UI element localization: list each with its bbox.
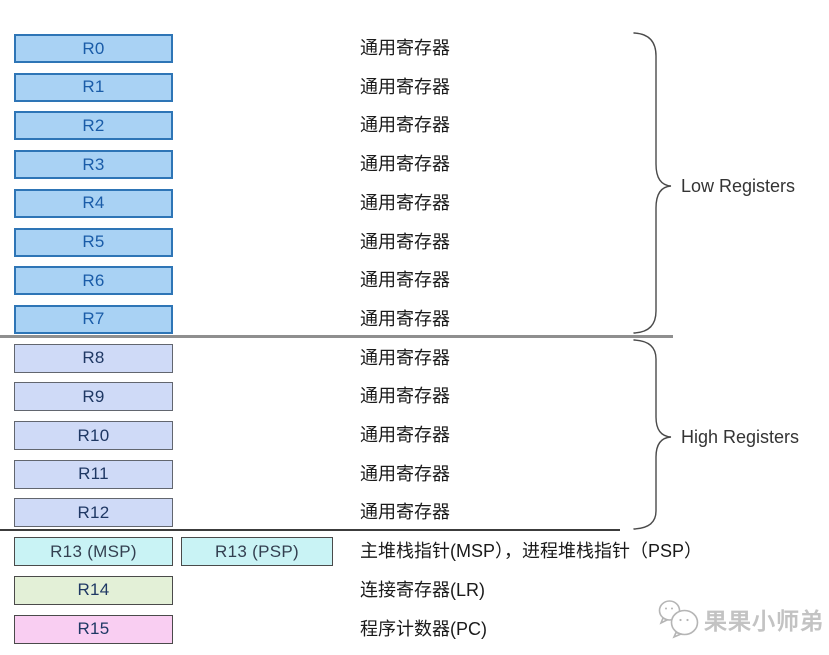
register-row-r7: R7 通用寄存器 bbox=[0, 304, 829, 334]
register-box-r13-msp: R13 (MSP) bbox=[14, 537, 173, 567]
register-label: R13 (PSP) bbox=[215, 541, 299, 561]
register-row-r15: R15 程序计数器(PC) bbox=[0, 614, 829, 644]
register-label: R15 bbox=[77, 619, 110, 638]
register-row-r1: R1 通用寄存器 bbox=[0, 72, 829, 102]
register-row-r0: R0 通用寄存器 bbox=[0, 34, 829, 63]
register-box-r14: R14 bbox=[14, 575, 173, 605]
register-label: R3 bbox=[82, 154, 105, 174]
register-row-r5: R5 通用寄存器 bbox=[0, 227, 829, 257]
register-row-r10: R10 通用寄存器 bbox=[0, 421, 829, 450]
register-label: R13 (MSP) bbox=[50, 541, 137, 561]
register-box-r5: R5 bbox=[14, 227, 173, 257]
register-row-r9: R9 通用寄存器 bbox=[0, 382, 829, 412]
register-label: R4 bbox=[82, 193, 105, 213]
register-box-r15: R15 bbox=[14, 614, 173, 644]
register-desc: 主堆栈指针(MSP），进程堆栈指针（PSP） bbox=[360, 541, 703, 562]
register-row-r3: R3 通用寄存器 bbox=[0, 150, 829, 180]
register-label: R12 bbox=[77, 502, 110, 522]
register-row-r12: R12 通用寄存器 bbox=[0, 498, 829, 528]
register-desc: 通用寄存器 bbox=[360, 270, 450, 291]
register-label: R0 bbox=[82, 38, 105, 58]
register-label: R7 bbox=[82, 309, 105, 329]
register-label: R1 bbox=[82, 77, 105, 97]
register-box-r4: R4 bbox=[14, 188, 173, 218]
register-desc: 通用寄存器 bbox=[360, 347, 450, 368]
register-label: R2 bbox=[82, 115, 105, 135]
register-label: R9 bbox=[82, 386, 105, 406]
register-desc: 通用寄存器 bbox=[360, 76, 450, 97]
register-label: R10 bbox=[77, 425, 110, 445]
register-desc: 程序计数器(PC) bbox=[360, 618, 487, 639]
register-desc: 通用寄存器 bbox=[360, 38, 450, 58]
register-desc: 通用寄存器 bbox=[360, 154, 450, 175]
register-desc: 通用寄存器 bbox=[360, 386, 450, 407]
register-label: R11 bbox=[78, 464, 109, 484]
register-box-r11: R11 bbox=[14, 459, 173, 489]
register-box-r9: R9 bbox=[14, 382, 173, 412]
register-label: R8 bbox=[82, 348, 105, 368]
low-registers-label: Low Registers bbox=[681, 176, 796, 196]
register-desc: 连接寄存器(LR) bbox=[360, 579, 485, 600]
register-row-r4: R4 通用寄存器 bbox=[0, 188, 829, 218]
register-desc: 通用寄存器 bbox=[360, 231, 450, 252]
register-desc: 通用寄存器 bbox=[360, 463, 450, 484]
register-box-r2: R2 bbox=[14, 111, 173, 141]
register-label: R5 bbox=[82, 232, 105, 251]
register-row-r2: R2 通用寄存器 bbox=[0, 111, 829, 141]
register-desc: 通用寄存器 bbox=[360, 192, 450, 213]
register-row-r8: R8 通用寄存器 bbox=[0, 343, 829, 373]
chat-bubbles-icon bbox=[658, 600, 699, 639]
high-registers-label: High Registers bbox=[681, 427, 800, 447]
register-box-r1: R1 bbox=[14, 72, 173, 102]
register-row-r6: R6 通用寄存器 bbox=[0, 266, 829, 296]
watermark-text: 果果小师弟 bbox=[704, 608, 824, 634]
register-desc: 通用寄存器 bbox=[360, 115, 450, 136]
register-row-r13-msp: R13 (MSP) R13 (PSP) 主堆栈指针(MSP），进程堆栈指针（PSP） bbox=[0, 537, 829, 567]
divider-high-special bbox=[0, 529, 620, 531]
register-box-r10: R10 bbox=[14, 421, 173, 450]
register-box-r8: R8 bbox=[14, 343, 173, 373]
register-row-r14: R14 连接寄存器(LR) bbox=[0, 575, 829, 605]
register-box-r0: R0 bbox=[14, 34, 173, 63]
register-box-r13-psp: R13 (PSP) bbox=[181, 537, 333, 567]
register-row-r11: R11 通用寄存器 bbox=[0, 459, 829, 489]
watermark: 果果小师弟 bbox=[656, 597, 824, 641]
register-desc: 通用寄存器 bbox=[360, 425, 450, 445]
register-box-r12: R12 bbox=[14, 498, 173, 528]
register-desc: 通用寄存器 bbox=[360, 308, 450, 329]
register-box-r3: R3 bbox=[14, 150, 173, 180]
register-label: R14 bbox=[77, 580, 110, 600]
divider-low-high bbox=[0, 335, 673, 338]
register-desc: 通用寄存器 bbox=[360, 502, 450, 523]
register-label: R6 bbox=[82, 270, 105, 290]
register-box-r6: R6 bbox=[14, 266, 173, 296]
register-box-r7: R7 bbox=[14, 304, 173, 334]
